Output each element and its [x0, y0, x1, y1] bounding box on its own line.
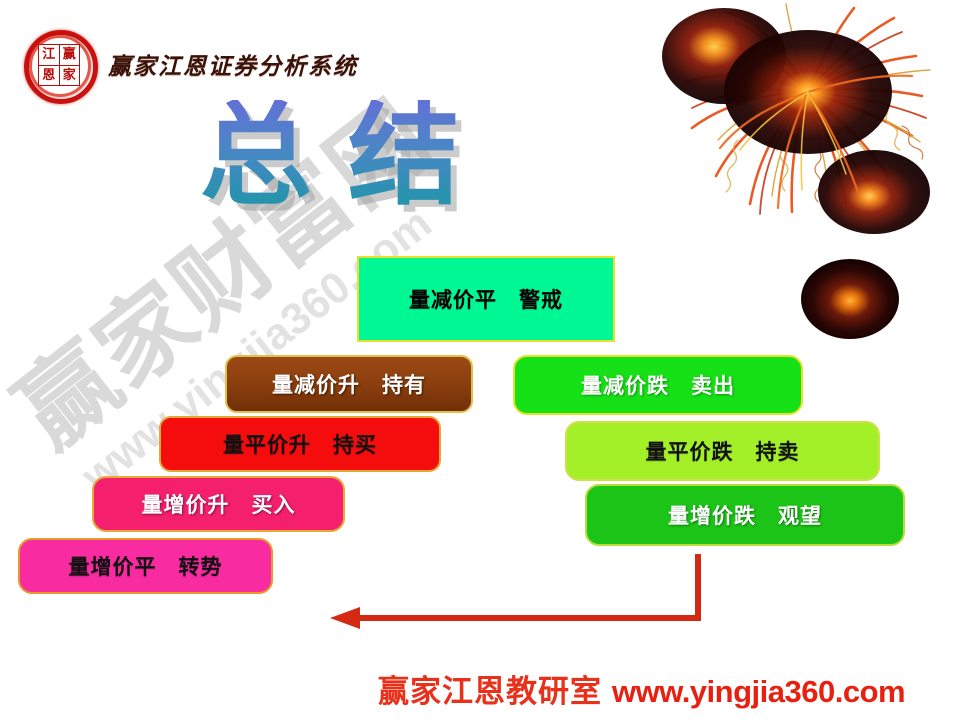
- brand-header: 江 赢 恩 家 赢家江恩证券分析系统: [22, 28, 358, 104]
- seal-outer-ring: [24, 30, 98, 104]
- flow-arrow-left: [330, 554, 701, 629]
- slide-title: 总结: [200, 91, 496, 221]
- glow-ellipse-decoration: [801, 259, 899, 339]
- footer-org-name: 赢家江恩教研室: [378, 674, 602, 710]
- seal-inner-ring: [29, 35, 91, 97]
- signal-bar-turn[interactable]: 量增价平 转势: [18, 538, 273, 594]
- seal-char-3: 恩: [39, 65, 59, 85]
- footer: 赢家江恩教研室 www.yingjia360.com: [378, 666, 906, 711]
- footer-website-url[interactable]: www.yingjia360.com: [612, 674, 906, 709]
- signal-bar-wait[interactable]: 量增价跌 观望: [585, 484, 905, 546]
- signal-bar-buy[interactable]: 量增价升 买入: [92, 476, 345, 532]
- signal-bar-hold[interactable]: 量减价升 持有: [225, 355, 473, 413]
- fireworks-decoration: [662, 3, 931, 234]
- signal-bar-warn[interactable]: 量减价平 警戒: [357, 256, 615, 342]
- seal-char-1: 江: [39, 45, 59, 65]
- seal-character-grid: 江 赢 恩 家: [38, 44, 80, 86]
- seal-char-4: 家: [59, 65, 79, 85]
- signal-bar-keepsell[interactable]: 量平价跌 持卖: [565, 421, 880, 481]
- signal-bar-sell[interactable]: 量减价跌 卖出: [513, 355, 803, 415]
- jiangen-seal-logo-icon: 江 赢 恩 家: [22, 28, 98, 104]
- seal-char-2: 赢: [59, 45, 79, 65]
- signal-bar-keepbuy[interactable]: 量平价升 持买: [159, 416, 441, 472]
- product-name-text: 赢家江恩证券分析系统: [108, 54, 358, 80]
